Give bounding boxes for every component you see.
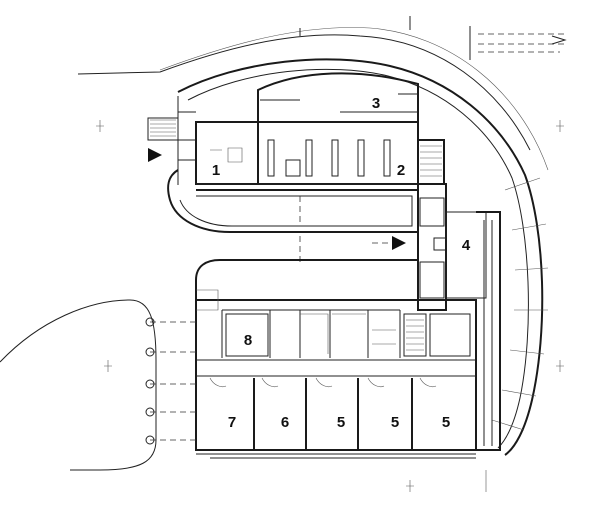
- room-3-partitions: [260, 93, 418, 113]
- room-label-1: 1: [212, 162, 220, 179]
- room-label-6: 6: [281, 414, 289, 431]
- room-label-5: 5: [391, 414, 399, 431]
- site-line: [299, 16, 471, 60]
- east-hall-outline: [476, 211, 501, 451]
- room-label-3: 3: [372, 95, 380, 112]
- building-envelope-curve-inner: [187, 68, 529, 449]
- room-3-outline: [257, 72, 419, 122]
- west-outdoor-boundary: [0, 299, 157, 471]
- connector-room-upper: [419, 197, 445, 227]
- stair-icon: [150, 119, 176, 137]
- room-label-7: 7: [228, 414, 236, 431]
- lower-row-doors: [209, 377, 437, 388]
- access-arrow-icon: [551, 35, 567, 45]
- west-ramp: [196, 289, 219, 311]
- lower-row-facade: [196, 453, 476, 459]
- room-8-outline: [225, 313, 269, 357]
- room-1-outline: [195, 121, 259, 185]
- west-grid-dashed: [150, 321, 196, 441]
- stair-core-north: [417, 139, 445, 185]
- room-label-5: 5: [337, 414, 345, 431]
- room-1-fixtures: [210, 147, 243, 163]
- site-boundary-arc-outer: [159, 27, 549, 171]
- east-hall-inner: [483, 220, 493, 446]
- room-4-fixture: [433, 237, 447, 251]
- service-rooms-west: [147, 96, 196, 185]
- connector-corridor: [417, 183, 447, 311]
- stair-core-south-treads: [406, 319, 424, 351]
- courtyard-outline: [167, 169, 419, 233]
- upper-row-fixtures: [300, 313, 396, 354]
- room-label-2: 2: [397, 162, 405, 179]
- room-label-5: 5: [442, 414, 450, 431]
- axis-marker: [96, 120, 564, 492]
- room-2-equipment: [267, 139, 391, 177]
- facade-mullions-east: [491, 177, 549, 431]
- building-envelope-curve: [177, 58, 544, 456]
- courtyard-inner: [179, 195, 413, 227]
- room-4-outline: [445, 211, 487, 299]
- entrance-arrow-icon: [148, 148, 162, 162]
- stair-core-north-treads: [420, 145, 442, 177]
- service-room-southeast: [429, 313, 471, 357]
- site-boundary-arc: [77, 34, 531, 151]
- connector-room-lower: [419, 261, 445, 299]
- room-label-4: 4: [462, 237, 471, 254]
- entrance-arrow-icon: [392, 236, 406, 250]
- upper-row-partitions: [221, 309, 401, 358]
- stair-core-south: [403, 313, 427, 357]
- west-column-markers: [145, 317, 155, 445]
- south-courtyard-curve: [195, 259, 419, 310]
- south-wing-corridor: [196, 359, 476, 377]
- room-label-8: 8: [244, 332, 252, 349]
- south-wing-outline: [195, 299, 477, 451]
- lower-row-partitions: [253, 378, 413, 450]
